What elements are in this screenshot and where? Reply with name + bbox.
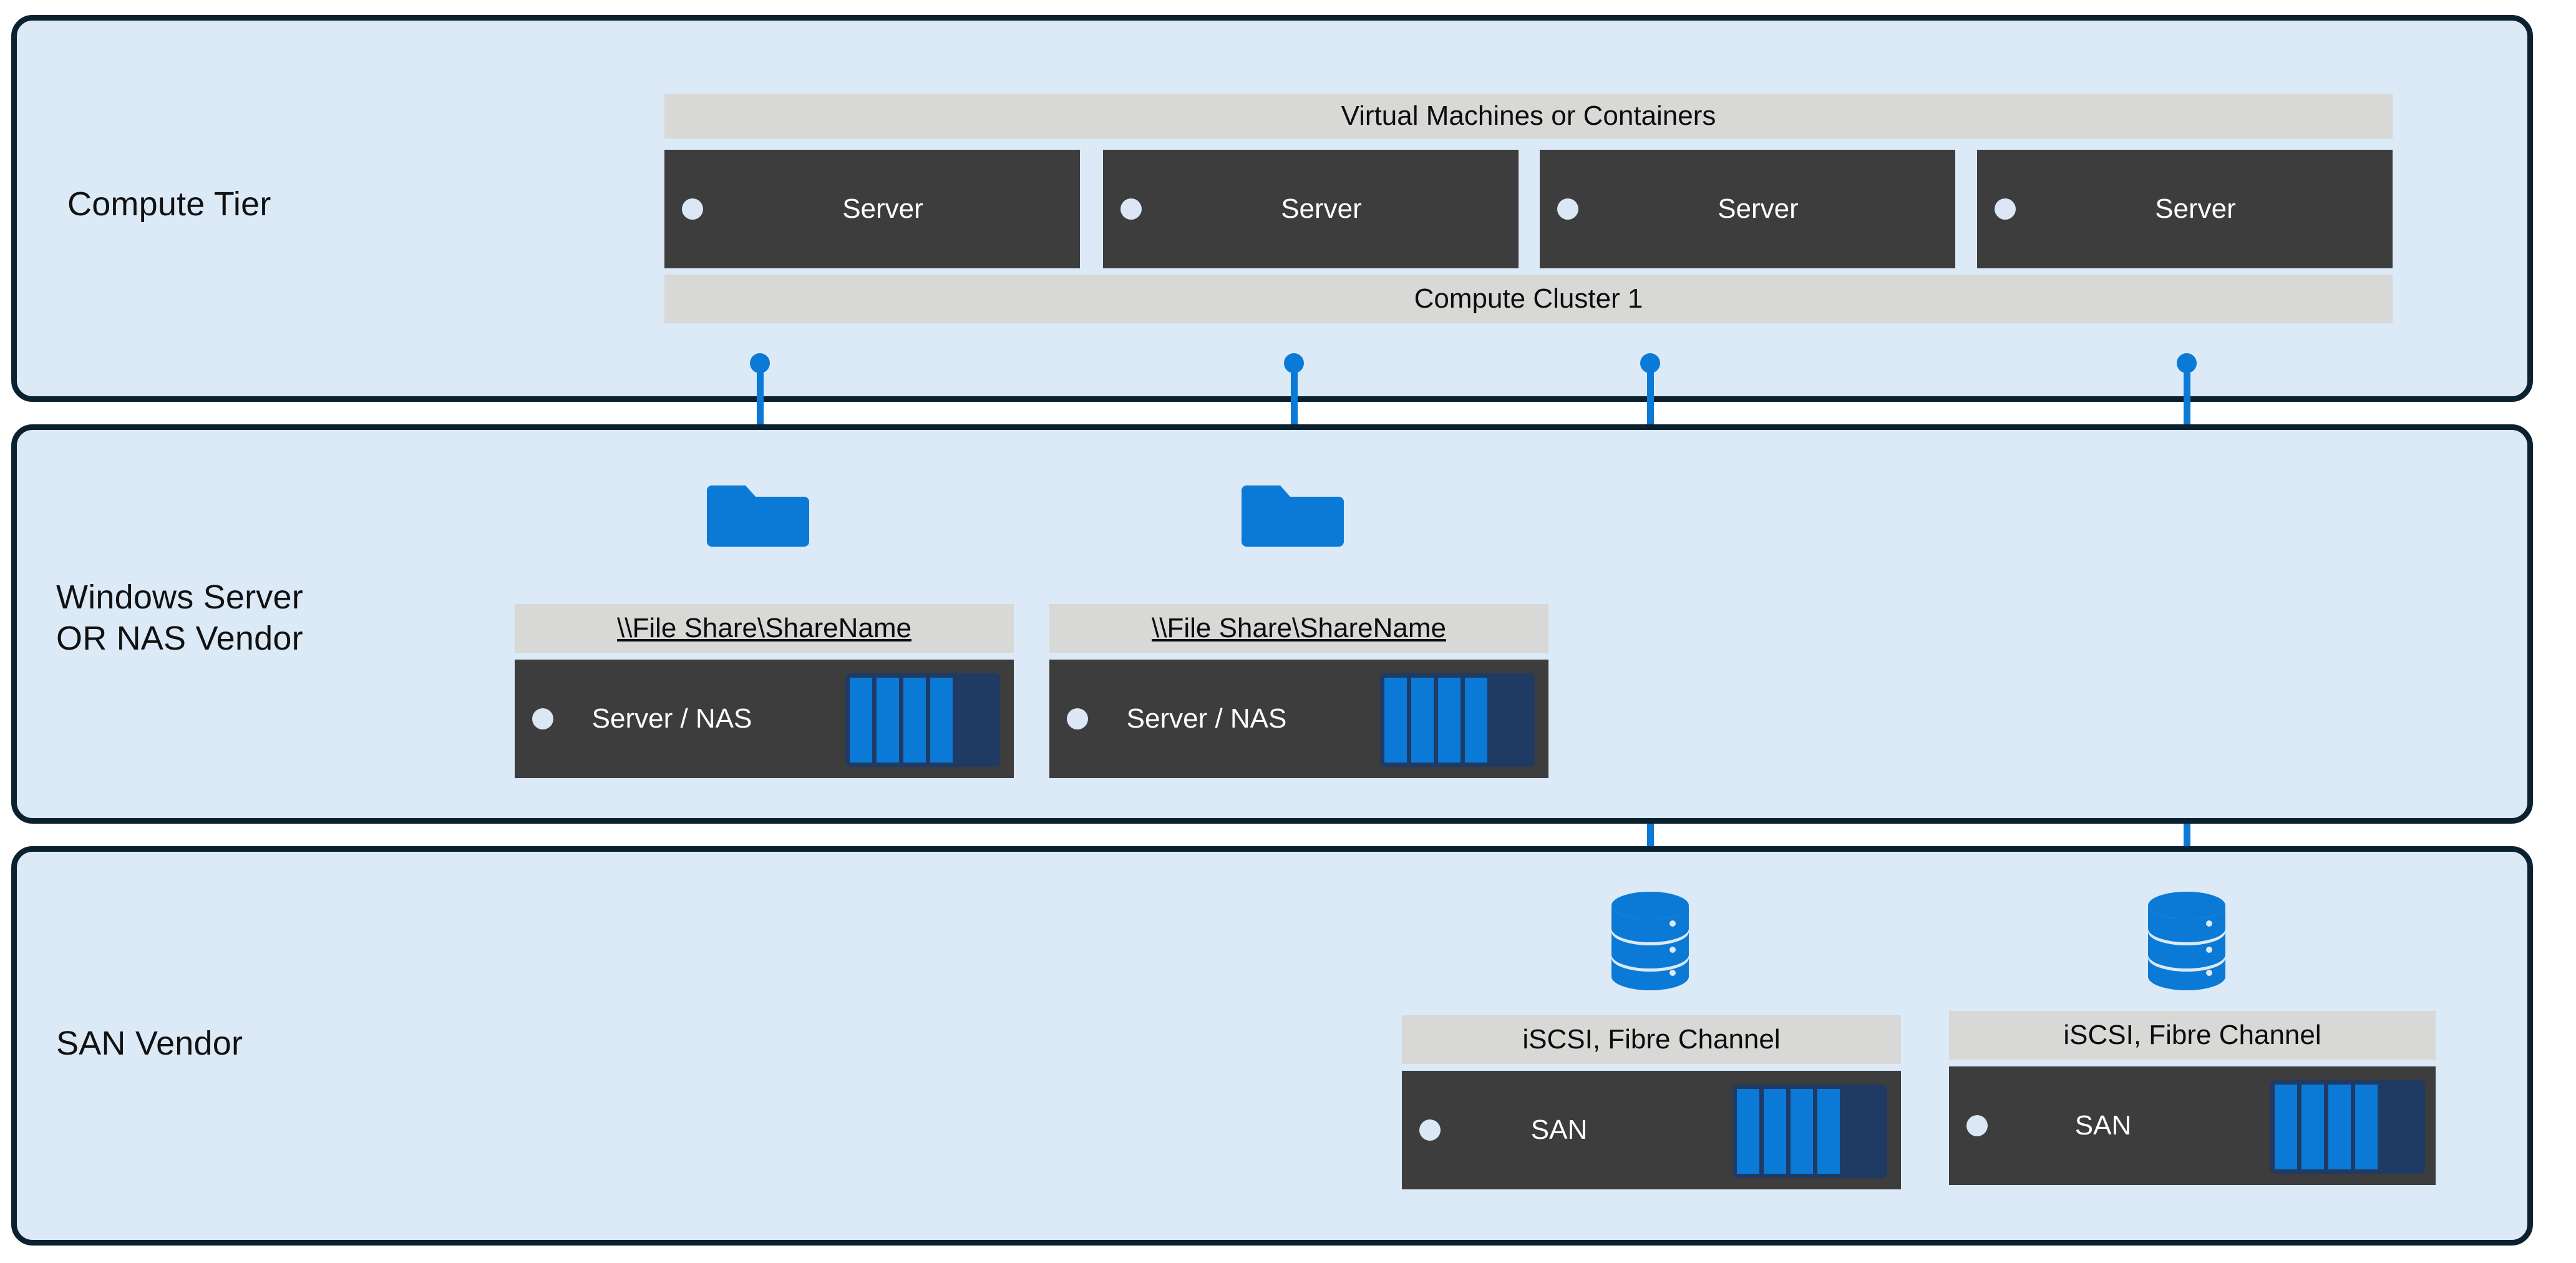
- compute-server-2-label: Server: [1281, 193, 1362, 224]
- connector-dot-top-2: [1284, 353, 1304, 373]
- compute-server-3[interactable]: Server: [1540, 150, 1955, 268]
- status-led-icon: [1966, 1115, 1988, 1136]
- compute-server-1[interactable]: Server: [664, 150, 1080, 268]
- fileshare-header-2: \\File Share\ShareName: [1049, 604, 1548, 653]
- disk-bar: [1764, 1089, 1786, 1174]
- disk-bar: [1737, 1089, 1759, 1174]
- disk-array-icon: [845, 673, 1000, 767]
- disk-bar: [1411, 678, 1434, 763]
- compute-cluster-label: Compute Cluster 1: [1414, 283, 1643, 314]
- san-device-2-label: SAN: [2074, 1110, 2132, 1141]
- compute-top-bar-label: Virtual Machines or Containers: [1341, 100, 1716, 131]
- disk-bar: [930, 678, 953, 763]
- fileshare-path-1: \\File Share\ShareName: [617, 613, 911, 643]
- disk-bar: [1817, 1089, 1840, 1174]
- disk-bar: [1791, 1089, 1813, 1174]
- disk-bar: [1438, 678, 1461, 763]
- disk-bar: [850, 678, 872, 763]
- san-header-2: iSCSI, Fibre Channel: [1949, 1011, 2436, 1060]
- fileshare-server-2-label: Server / NAS: [1126, 703, 1287, 734]
- compute-server-2[interactable]: Server: [1103, 150, 1519, 268]
- folder-icon: [702, 482, 814, 550]
- status-led-icon: [1120, 198, 1142, 220]
- compute-top-bar: Virtual Machines or Containers: [664, 94, 2393, 139]
- disk-array-icon: [1733, 1085, 1887, 1178]
- san-protocol-2: iSCSI, Fibre Channel: [2063, 1020, 2321, 1050]
- compute-bottom-bar: Compute Cluster 1: [664, 275, 2393, 323]
- disk-bar: [2275, 1085, 2297, 1169]
- san-device-2[interactable]: SAN: [1949, 1066, 2436, 1185]
- disk-bar: [2301, 1085, 2324, 1169]
- disk-bar: [2328, 1085, 2351, 1169]
- folder-icon: [1237, 482, 1349, 550]
- san-header-1: iSCSI, Fibre Channel: [1402, 1015, 1901, 1064]
- tier-label-fileshare: Windows Server OR NAS Vendor: [56, 578, 303, 657]
- tier-label-san: SAN Vendor: [56, 1025, 243, 1062]
- fileshare-path-2: \\File Share\ShareName: [1152, 613, 1446, 643]
- status-led-icon: [1557, 198, 1578, 220]
- disk-array-icon: [2270, 1080, 2425, 1174]
- disk-bar: [877, 678, 899, 763]
- status-led-icon: [1419, 1119, 1441, 1141]
- connector-dot-top-3: [1640, 353, 1660, 373]
- compute-server-3-label: Server: [1718, 193, 1799, 224]
- database-cylinder-icon: [1610, 889, 1691, 992]
- disk-bar: [1384, 678, 1407, 763]
- compute-server-4-label: Server: [2155, 193, 2236, 224]
- fileshare-header-1: \\File Share\ShareName: [515, 604, 1014, 653]
- compute-server-1-label: Server: [842, 193, 923, 224]
- fileshare-server-1-label: Server / NAS: [591, 703, 752, 734]
- status-led-icon: [1995, 198, 2016, 220]
- connector-dot-top-1: [750, 353, 770, 373]
- tier-label-compute: Compute Tier: [67, 185, 271, 223]
- status-led-icon: [532, 708, 553, 729]
- san-device-1-label: SAN: [1530, 1114, 1588, 1145]
- san-protocol-1: iSCSI, Fibre Channel: [1522, 1024, 1781, 1055]
- database-cylinder-icon: [2146, 889, 2227, 992]
- fileshare-server-2[interactable]: Server / NAS: [1049, 660, 1548, 778]
- disk-bar: [903, 678, 926, 763]
- san-device-1[interactable]: SAN: [1402, 1071, 1901, 1189]
- disk-bar: [1465, 678, 1487, 763]
- disk-bar: [2355, 1085, 2378, 1169]
- status-led-icon: [1067, 708, 1088, 729]
- fileshare-server-1[interactable]: Server / NAS: [515, 660, 1014, 778]
- disk-array-icon: [1380, 673, 1535, 767]
- status-led-icon: [682, 198, 703, 220]
- connector-dot-top-4: [2177, 353, 2197, 373]
- compute-server-4[interactable]: Server: [1977, 150, 2393, 268]
